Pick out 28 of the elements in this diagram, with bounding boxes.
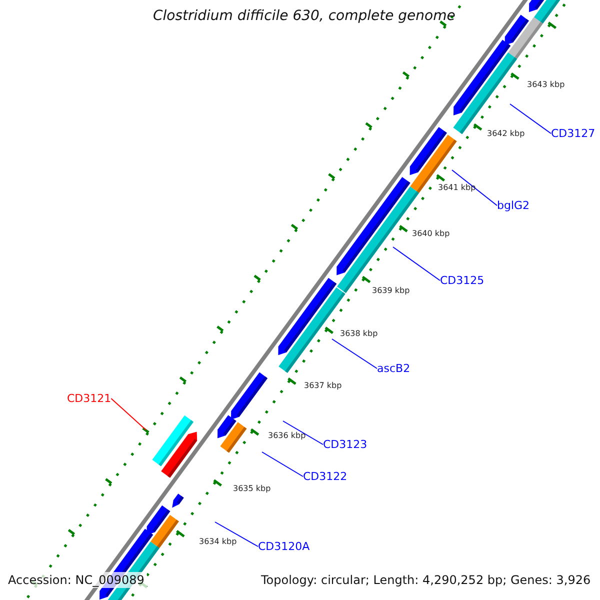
scale-label: 3641 kbp: [438, 184, 476, 192]
scale-label: 3643 kbp: [527, 81, 565, 89]
scale-label: 3642 kbp: [487, 130, 525, 138]
accession-label: Accession: NC_009089: [5, 572, 148, 588]
gene-label: ascB2: [377, 362, 410, 375]
leader-line: [214, 522, 258, 547]
scale-label: 3636 kbp: [268, 432, 306, 440]
gene-label: CD3120A: [258, 540, 310, 553]
gene-label: CD3123: [323, 438, 368, 451]
gene-label: CD3122: [303, 470, 348, 483]
leader-line: [332, 338, 378, 369]
gene-label: bglG2: [497, 199, 530, 212]
gene-label: CD3127: [551, 127, 596, 140]
scale-label: 3639 kbp: [372, 287, 410, 295]
gene-label: CD3125: [440, 274, 484, 287]
scale-label: 3638 kbp: [340, 330, 378, 338]
diagram-title: Clostridium difficile 630, complete genome: [153, 8, 456, 24]
leader-line: [392, 246, 440, 281]
scale-label: 3635 kbp: [233, 485, 271, 493]
gene-label: CD3121: [67, 392, 112, 405]
leader-line: [452, 170, 498, 206]
scale-label: 3634 kbp: [199, 538, 237, 546]
leader-line: [510, 104, 552, 134]
scale-label: 3637 kbp: [304, 382, 342, 390]
scale-label: 3640 kbp: [412, 230, 450, 238]
leader-line: [110, 398, 146, 430]
leader-line: [262, 452, 304, 477]
leader-line: [282, 420, 324, 445]
